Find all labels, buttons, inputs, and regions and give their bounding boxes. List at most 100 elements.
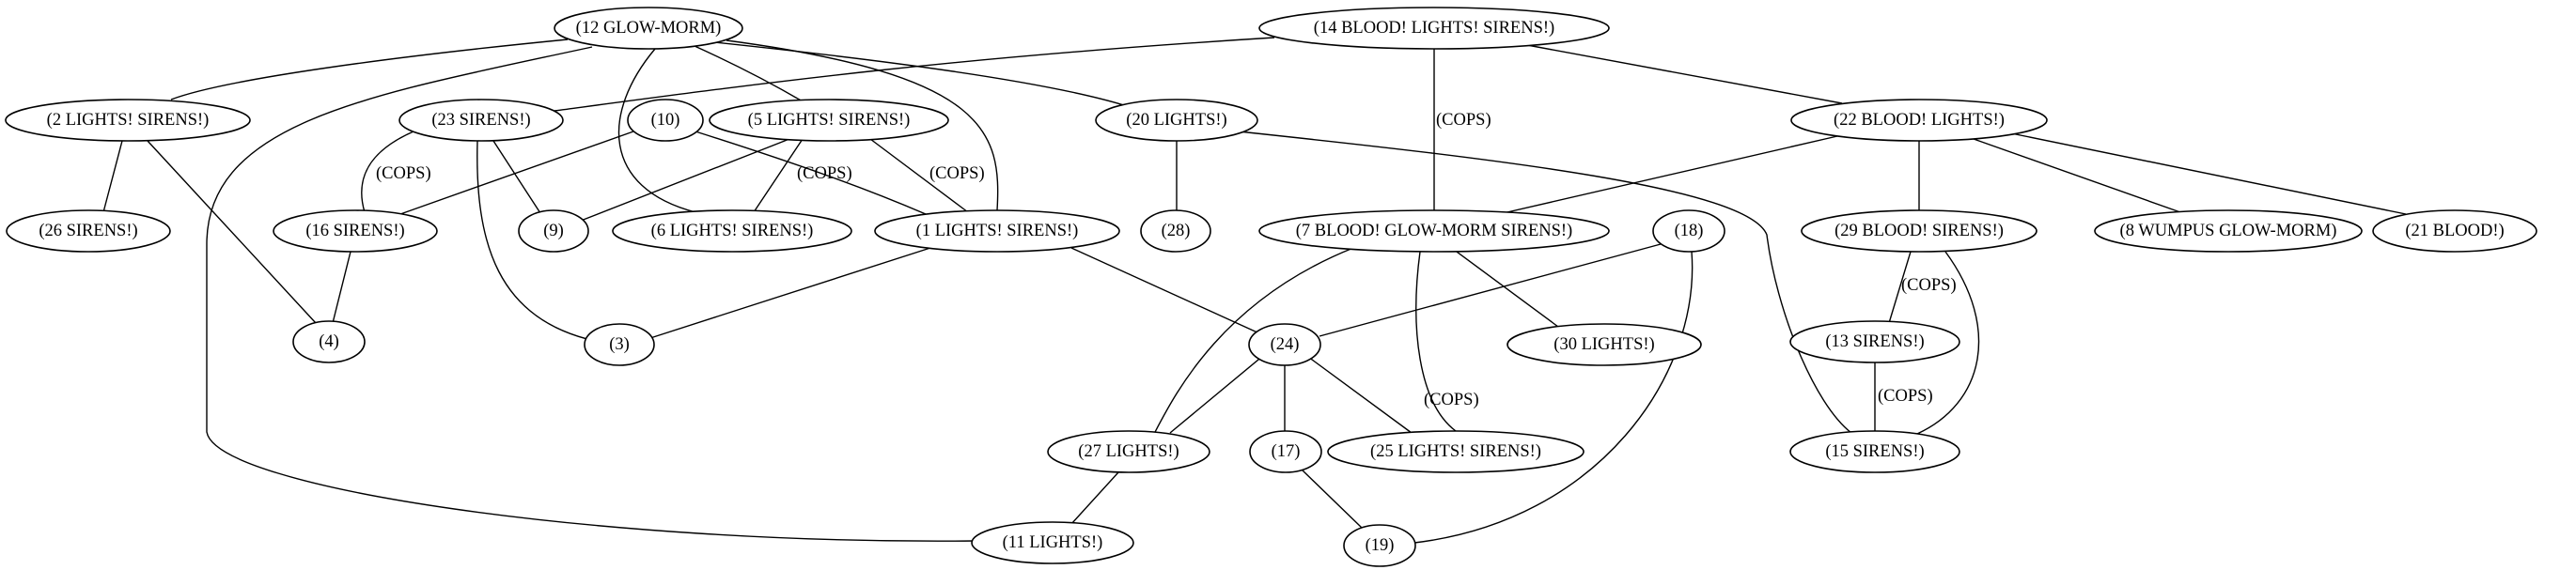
node-label: (20 LIGHTS!) (1126, 111, 1226, 130)
node-20: (20 LIGHTS!) (1095, 99, 1258, 142)
edge-line (1526, 44, 1843, 104)
node-ellipse (273, 209, 438, 253)
edge-line (399, 131, 634, 215)
node-label: (22 BLOOD! LIGHTS!) (1834, 111, 2005, 130)
edge-line (492, 140, 541, 214)
edge-line (1916, 251, 1980, 435)
node-label: (6 LIGHTS! SIRENS!) (651, 222, 814, 240)
edge-line (206, 46, 976, 542)
node-ellipse (612, 209, 852, 253)
edge-line (617, 48, 696, 213)
node-23: (23 SIRENS!) (398, 99, 564, 142)
node-2: (2 LIGHTS! SIRENS!) (5, 99, 251, 142)
node-label: (3) (609, 335, 630, 354)
node-ellipse (2094, 209, 2363, 253)
node-11: (11 LIGHTS!) (971, 521, 1134, 564)
edge-label: (COPS) (1878, 387, 1933, 406)
node-label: (28) (1162, 222, 1191, 240)
edge-20-15 (1238, 131, 1852, 434)
node-29: (29 BLOOD! SIRENS!) (1801, 209, 2037, 253)
edge-line (694, 45, 804, 102)
node-label: (9) (543, 222, 564, 240)
node-label: (11 LIGHTS!) (1003, 533, 1103, 552)
node-label: (13 SIRENS!) (1825, 332, 1924, 351)
edge-line (869, 138, 969, 213)
node-ellipse (1652, 209, 1725, 253)
node-ellipse (971, 521, 1134, 564)
edge-line (170, 39, 569, 100)
node-3: (3) (584, 323, 655, 366)
node-ellipse (1258, 209, 1610, 253)
node-label: (23 SIRENS!) (431, 111, 530, 130)
node-22: (22 BLOOD! LIGHTS!) (1790, 99, 2048, 142)
edge-line (332, 251, 351, 324)
edge-29-13: (COPS) (1888, 251, 1957, 324)
node-label: (30 LIGHTS!) (1553, 335, 1654, 354)
node-12: (12 GLOW-MORM) (554, 7, 743, 50)
node-label: (1 LIGHTS! SIRENS!) (916, 222, 1079, 240)
edge-line (1456, 251, 1559, 328)
node-ellipse (1248, 323, 1321, 366)
node-ellipse (709, 99, 949, 142)
edge-24-25 (1307, 356, 1413, 434)
edge-7-30 (1456, 251, 1559, 328)
node-15: (15 SIRENS!) (1789, 430, 1960, 473)
node-ellipse (1249, 430, 1322, 473)
node-ellipse (518, 209, 589, 253)
edge-line (753, 138, 804, 213)
edge-14-23 (554, 37, 1275, 112)
edge-12-1 (726, 39, 999, 211)
node-28: (28) (1140, 209, 1211, 253)
node-label: (12 GLOW-MORM) (576, 19, 722, 38)
edge-7-27 (1153, 247, 1354, 435)
edge-line (695, 131, 927, 215)
edge-line (476, 140, 596, 342)
node-27: (27 LIGHTS!) (1047, 430, 1210, 473)
node-label: (18) (1675, 222, 1704, 240)
edge-14-7: (COPS) (1433, 49, 1491, 210)
edge-22-8 (1973, 138, 2181, 213)
edge-24-27 (1169, 354, 1265, 434)
edge-line (1070, 471, 1119, 525)
edge-line (1070, 247, 1260, 334)
edge-line (147, 140, 317, 324)
edge-line (1238, 131, 1852, 434)
edge-17-19 (1301, 469, 1364, 530)
edge-2-4 (147, 140, 317, 324)
node-24: (24) (1248, 323, 1321, 366)
node-label: (19) (1366, 536, 1395, 555)
edge-line (1413, 251, 1694, 544)
edge-label: (COPS) (1436, 111, 1491, 130)
node-9: (9) (518, 209, 589, 253)
node-ellipse (1095, 99, 1258, 142)
edge-line (2010, 132, 2407, 215)
edge-22-21 (2010, 132, 2407, 215)
node-4: (4) (292, 320, 366, 363)
edge-line (1169, 354, 1265, 434)
node-label: (21 BLOOD!) (2405, 222, 2504, 240)
edge-13-15: (COPS) (1874, 362, 1933, 431)
edge-7-25: (COPS) (1415, 251, 1479, 432)
node-18: (18) (1652, 209, 1725, 253)
edge-line (726, 39, 999, 211)
node-ellipse (874, 209, 1120, 253)
node-ellipse (584, 323, 655, 366)
edge-5-6: (COPS) (753, 138, 852, 213)
edge-line (1415, 251, 1457, 432)
node-5: (5 LIGHTS! SIRENS!) (709, 99, 949, 142)
edge-12-20 (713, 41, 1125, 106)
edge-29-15 (1916, 251, 1980, 435)
node-label: (17) (1272, 442, 1301, 461)
node-16: (16 SIRENS!) (273, 209, 438, 253)
node-ellipse (1801, 209, 2037, 253)
edge-27-11 (1070, 471, 1119, 525)
edge-line (361, 131, 414, 213)
edge-label: (COPS) (929, 164, 985, 183)
node-label: (26 SIRENS!) (39, 222, 137, 240)
node-1: (1 LIGHTS! SIRENS!) (874, 209, 1120, 253)
node-ellipse (1343, 524, 1416, 567)
node-ellipse (1789, 320, 1960, 363)
edge-1-3 (649, 247, 931, 339)
edge-10-16 (399, 131, 634, 215)
